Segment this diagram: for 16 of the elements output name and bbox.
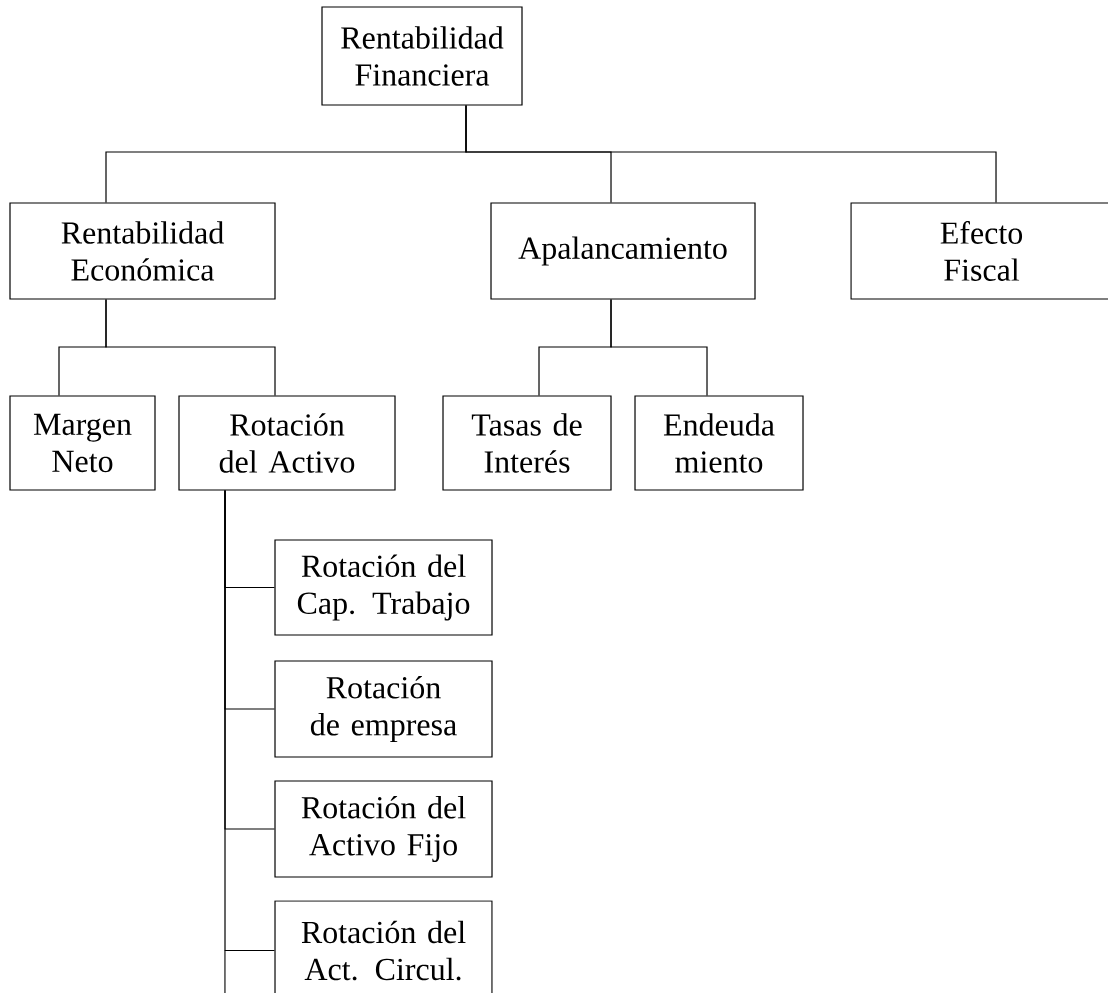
process-box: Rotación del Activo <box>178 395 396 491</box>
process-box: Endeuda miento <box>634 395 804 491</box>
process-box: Rotación del Cap. Trabajo <box>274 539 493 636</box>
process-box: Rentabilidad Financiera <box>321 6 523 106</box>
connector-line <box>465 105 997 203</box>
process-box: Rotación de empresa <box>274 660 493 758</box>
process-box: Rentabilidad Económica <box>9 202 276 300</box>
process-box: Tasas de Interés <box>442 395 612 491</box>
connector-line <box>224 490 275 952</box>
process-box: Rotación del Activo Fijo <box>274 780 493 878</box>
process-box: Apalancamiento <box>490 202 756 300</box>
process-box: Efecto Fiscal <box>850 202 1108 300</box>
connector-line <box>610 299 708 396</box>
process-box: Rotación del Act. Circul. <box>274 900 493 993</box>
process-box: Margen Neto <box>9 395 156 491</box>
connector-line <box>105 299 276 396</box>
